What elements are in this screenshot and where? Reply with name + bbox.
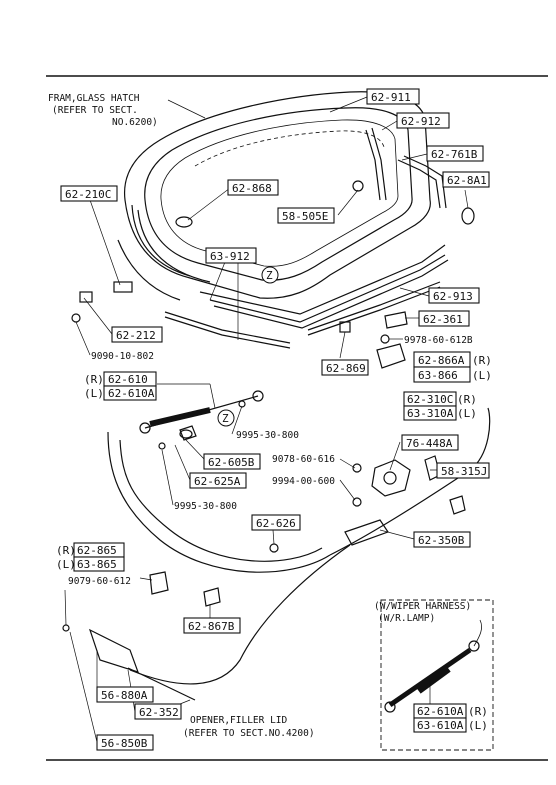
- part-label-62-867b: 62-867B: [183, 617, 241, 634]
- inset-box: [380, 599, 494, 751]
- part-label-inset-63-610a: 63-610A (L): [413, 717, 488, 733]
- part-label-62-913: 62-913: [428, 287, 480, 304]
- part-label-9978-60-612b: 9978-60-612B: [404, 335, 473, 346]
- part-label-62-310c: 62-310C (R): [403, 391, 477, 407]
- svg-text:62-610: 62-610: [108, 373, 148, 386]
- z-marker-2: Z: [217, 409, 235, 427]
- z-marker-1: Z: [261, 266, 279, 284]
- svg-text:Z: Z: [222, 412, 229, 425]
- svg-text:62-210C: 62-210C: [65, 188, 111, 201]
- part-label-62-912: 62-912: [396, 112, 450, 129]
- part-label-58-505e: 58-505E: [277, 207, 335, 224]
- svg-text:(L): (L): [468, 719, 488, 732]
- part-label-62-610a: (L) 62-610A: [84, 385, 157, 401]
- svg-text:62-361: 62-361: [423, 313, 463, 326]
- svg-text:62-605B: 62-605B: [208, 456, 255, 469]
- part-label-62-625a: 62-625A: [189, 472, 247, 489]
- part-label-62-361: 62-361: [418, 310, 470, 327]
- svg-text:76-448A: 76-448A: [406, 437, 453, 450]
- part-label-62-626: 62-626: [251, 514, 301, 531]
- svg-text:63-310A: 63-310A: [407, 407, 454, 420]
- part-label-63-865: (L)63-865: [56, 556, 125, 572]
- svg-text:62-866A: 62-866A: [418, 354, 465, 367]
- frame-note-line2: (REFER TO SECT.: [52, 105, 138, 116]
- part-label-62-605b: 62-605B: [203, 453, 261, 470]
- gas-strut: [139, 390, 264, 450]
- svg-text:63-865: 63-865: [77, 558, 117, 571]
- svg-text:(L): (L): [84, 387, 104, 400]
- svg-text:63-912: 63-912: [210, 250, 250, 263]
- glass-hatch-frame: [117, 91, 431, 301]
- svg-text:62-867B: 62-867B: [188, 620, 235, 633]
- part-label-56-880a: 56-880A: [96, 686, 154, 703]
- svg-text:(R): (R): [472, 354, 492, 367]
- svg-text:Z: Z: [266, 269, 273, 282]
- part-label-inset-62-610a: 62-610A (R): [413, 703, 488, 719]
- svg-text:58-505E: 58-505E: [282, 210, 328, 223]
- svg-text:62-865: 62-865: [77, 544, 117, 557]
- part-label-62-352: 62-352: [134, 703, 182, 720]
- svg-text:62-8A1: 62-8A1: [447, 174, 487, 187]
- part-label-62-761b: 62-761B: [426, 145, 484, 162]
- part-label-63-912: 63-912: [205, 247, 257, 264]
- svg-text:(L): (L): [56, 558, 76, 571]
- frame-note-line1: FRAM,GLASS HATCH: [48, 93, 140, 104]
- opener-note-line1: OPENER,FILLER LID: [190, 715, 288, 726]
- weatherstrip-seals: [164, 127, 449, 349]
- part-label-56-850b: 56-850B: [96, 734, 154, 751]
- svg-text:62-625A: 62-625A: [194, 475, 241, 488]
- hatch-body-outline: [107, 407, 491, 573]
- svg-text:62-626: 62-626: [256, 517, 296, 530]
- leader-lines: [64, 96, 469, 743]
- svg-text:62-912: 62-912: [401, 115, 441, 128]
- svg-text:(R): (R): [84, 373, 104, 386]
- svg-text:62-869: 62-869: [326, 362, 366, 375]
- part-label-62-869: 62-869: [321, 359, 369, 376]
- svg-text:62-610A: 62-610A: [108, 387, 155, 400]
- part-label-9995-30-800-b: 9995-30-800: [174, 501, 237, 512]
- svg-text:62-310C: 62-310C: [407, 393, 453, 406]
- part-label-9994-00-600: 9994-00-600: [272, 476, 335, 487]
- svg-text:63-866: 63-866: [418, 369, 458, 382]
- part-label-9079-60-612: 9079-60-612: [68, 576, 131, 587]
- part-label-62-865: (R)62-865: [56, 542, 125, 558]
- part-label-62-212: 62-212: [111, 326, 163, 343]
- opener-note-line2: (REFER TO SECT.NO.4200): [183, 728, 315, 739]
- part-label-63-866: 63-866 (L): [413, 366, 492, 383]
- part-label-62-610: (R) 62-610: [84, 371, 157, 387]
- svg-text:62-352: 62-352: [139, 706, 179, 719]
- svg-text:(R): (R): [56, 544, 76, 557]
- svg-text:62-212: 62-212: [116, 329, 156, 342]
- svg-text:58-315J: 58-315J: [441, 465, 487, 478]
- part-label-76-448a: 76-448A: [401, 434, 459, 451]
- svg-text:62-761B: 62-761B: [431, 148, 478, 161]
- inset-note-line2: (W/R.LAMP): [378, 613, 435, 624]
- svg-text:(L): (L): [457, 407, 477, 420]
- svg-text:62-868: 62-868: [232, 182, 272, 195]
- part-label-62-911: 62-911: [366, 88, 420, 105]
- svg-text:(R): (R): [457, 393, 477, 406]
- inset-note-line1: (W/WIPER HARNESS): [374, 601, 471, 612]
- part-label-62-868: 62-868: [227, 179, 279, 196]
- svg-text:62-350B: 62-350B: [418, 534, 465, 547]
- svg-text:62-911: 62-911: [371, 91, 411, 104]
- part-label-9078-60-616: 9078-60-616: [272, 454, 335, 465]
- svg-text:63-610A: 63-610A: [417, 719, 464, 732]
- part-label-62-210c: 62-210C: [60, 185, 118, 202]
- frame-note-line3: NO.6200): [112, 117, 158, 128]
- part-label-9995-30-800-a: 9995-30-800: [236, 430, 299, 441]
- svg-text:(L): (L): [472, 369, 492, 382]
- part-label-9090-10-802: 9090-10-802: [91, 351, 154, 362]
- svg-text:56-850B: 56-850B: [101, 737, 148, 750]
- part-label-63-310a: 63-310A(L): [403, 405, 477, 421]
- part-label-62-8a1: 62-8A1: [442, 171, 490, 188]
- part-label-58-315j: 58-315J: [436, 462, 490, 479]
- svg-text:(R): (R): [468, 705, 488, 718]
- svg-text:62-913: 62-913: [433, 290, 473, 303]
- svg-text:56-880A: 56-880A: [101, 689, 148, 702]
- part-label-62-866a: 62-866A (R): [413, 351, 492, 368]
- svg-text:62-610A: 62-610A: [417, 705, 464, 718]
- part-label-62-350b: 62-350B: [413, 531, 471, 548]
